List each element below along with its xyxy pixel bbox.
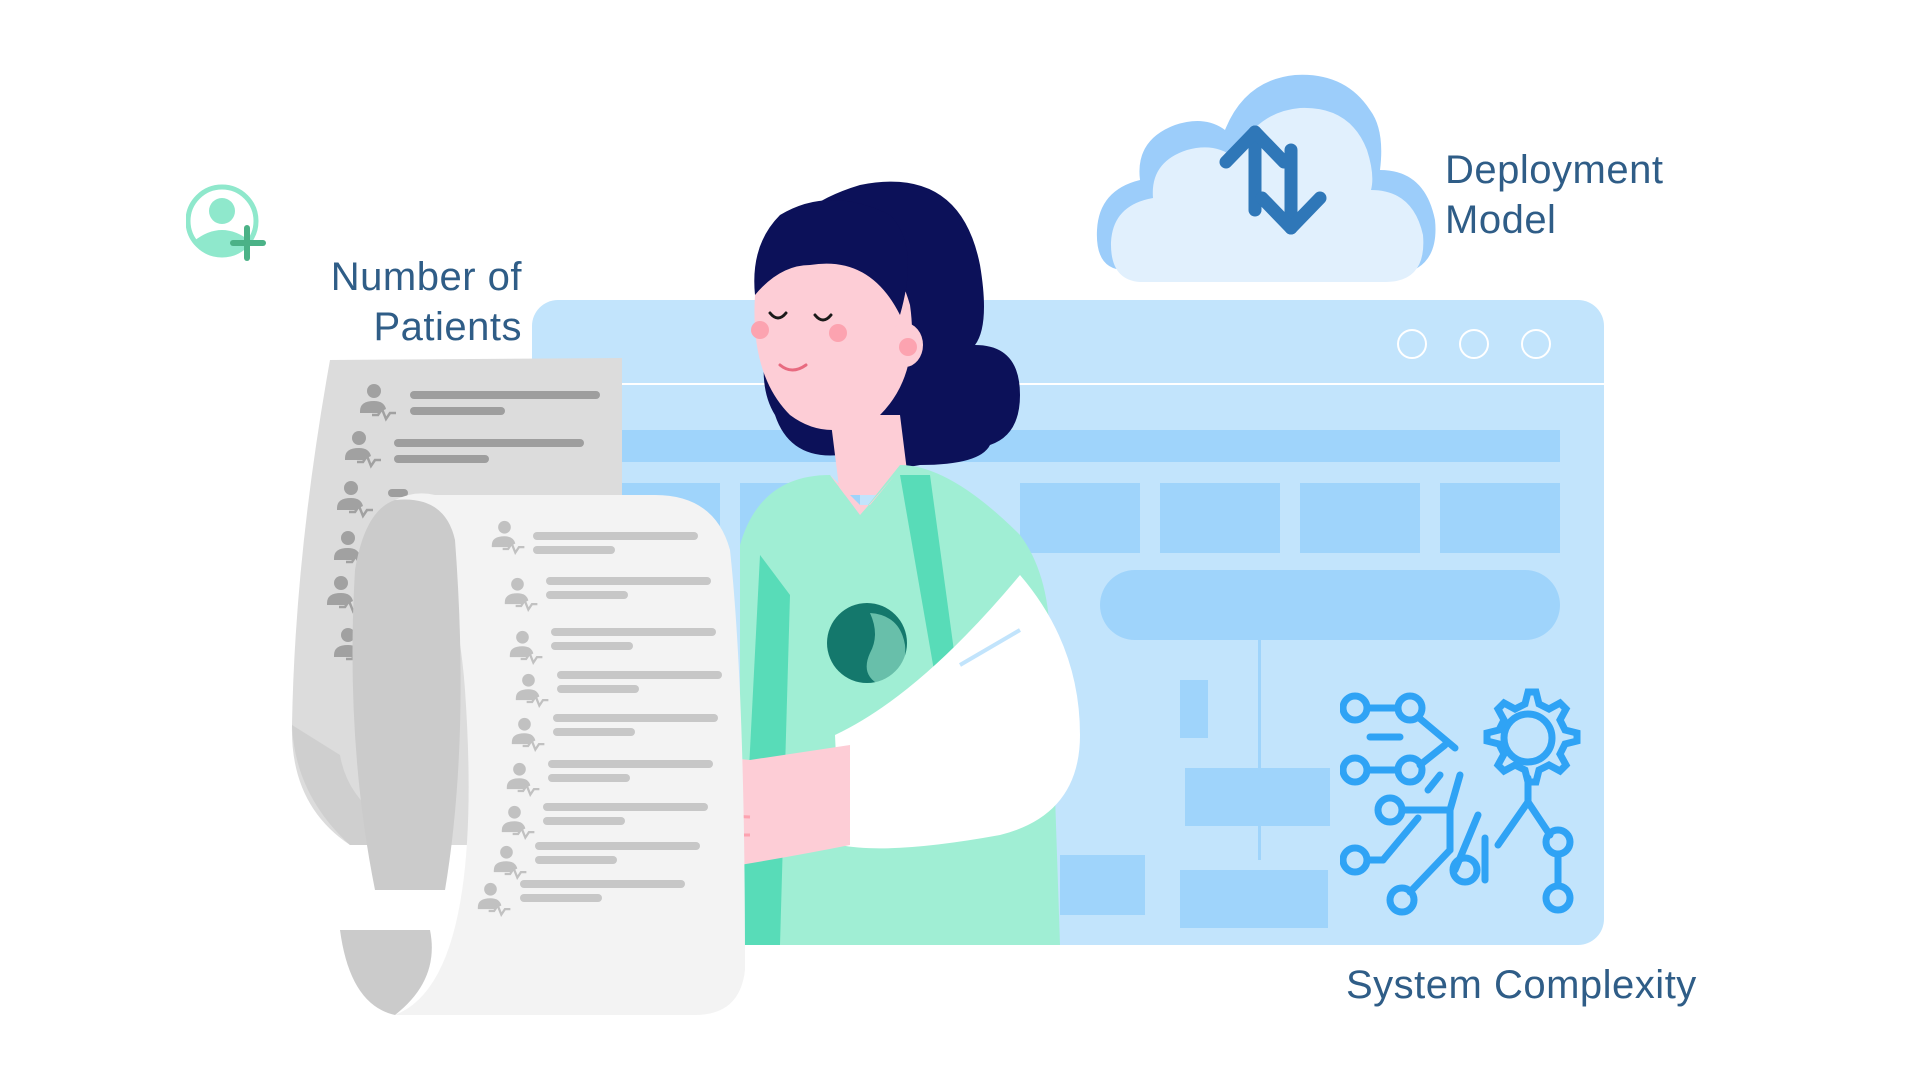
record-line (394, 455, 489, 463)
content-block-d (1180, 680, 1208, 738)
record-line (394, 439, 584, 447)
window-control-1[interactable] (1397, 329, 1427, 359)
record-line (551, 642, 633, 650)
content-tile-6 (1440, 483, 1560, 553)
patient-record-icon (490, 520, 528, 563)
tree-connector-vertical (1258, 640, 1261, 860)
record-line (520, 880, 685, 888)
record-line (553, 714, 718, 722)
patients-label-line1: Number of (330, 255, 522, 299)
record-line (520, 894, 602, 902)
patient-record-icon (476, 882, 514, 925)
patient-record-icon (508, 630, 546, 673)
patient-record-icon (332, 530, 374, 577)
record-line (410, 407, 505, 415)
deployment-label-line2: Model (1445, 198, 1557, 242)
content-tile-3 (1020, 483, 1140, 553)
patient-record-icon (514, 673, 552, 716)
record-line (543, 803, 708, 811)
content-tile-4 (1160, 483, 1280, 553)
record-line (546, 577, 711, 585)
window-control-3[interactable] (1521, 329, 1551, 359)
record-line (551, 628, 716, 636)
record-line (535, 856, 617, 864)
patient-record-icon (500, 805, 538, 848)
patients-label-line2: Patients (373, 305, 522, 349)
record-line (410, 391, 600, 399)
content-block-b (1180, 870, 1328, 928)
record-line (553, 728, 635, 736)
patient-record-icon (335, 480, 377, 527)
patient-record-icon (503, 577, 541, 620)
record-line (543, 817, 625, 825)
record-line (535, 842, 700, 850)
cloud-upload-download-icon (1096, 74, 1436, 282)
patient-record-icon (510, 717, 548, 760)
content-block-a (1185, 768, 1330, 826)
patient-record-icon (358, 383, 400, 430)
number-of-patients-label: Number of Patients (300, 252, 522, 352)
add-user-icon (186, 184, 266, 261)
deployment-label-line1: Deployment (1445, 148, 1664, 192)
circuit-gear-icon (1340, 688, 1581, 916)
system-complexity-label: System Complexity (1346, 963, 1697, 1007)
window-control-2[interactable] (1459, 329, 1489, 359)
content-search-bar (1100, 570, 1560, 640)
record-line (548, 774, 630, 782)
record-line (533, 532, 698, 540)
patient-record-icon (492, 845, 530, 888)
patient-record-icon (343, 430, 385, 477)
patient-record-icon (505, 762, 543, 805)
browser-title-divider (532, 383, 1604, 385)
record-line (546, 591, 628, 599)
record-line (533, 546, 615, 554)
nurse-character (720, 181, 1080, 945)
record-line (557, 671, 722, 679)
content-block-c (1060, 855, 1145, 915)
record-line (548, 760, 713, 768)
content-tile-5 (1300, 483, 1420, 553)
record-line (388, 489, 408, 497)
deployment-model-label: Deployment Model (1445, 145, 1663, 245)
record-line (557, 685, 639, 693)
patient-record-icon (325, 575, 367, 622)
browser-address-bar (610, 430, 1560, 462)
